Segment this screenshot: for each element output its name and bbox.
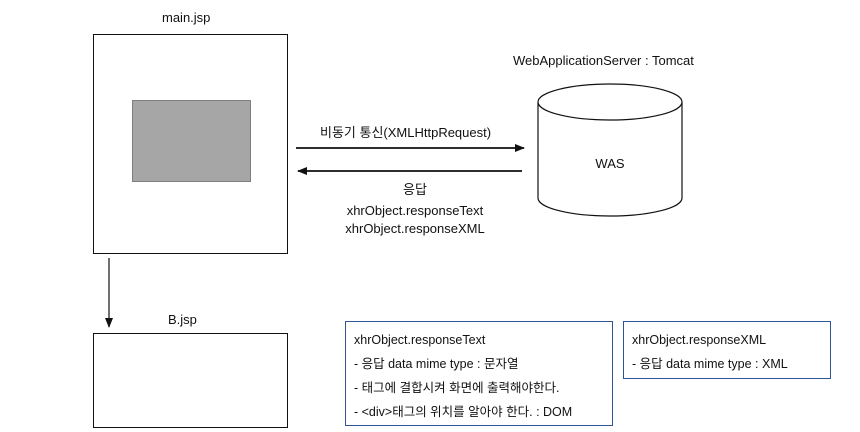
response-text-label: xhrObject.responseText — [346, 203, 484, 218]
note-xml-item: - 응답 data mime type : XML — [632, 357, 788, 371]
note-xml-title: xhrObject.responseXML — [632, 333, 767, 347]
note-text-item: - 응답 data mime type : 문자열 — [354, 357, 519, 371]
request-label: 비동기 통신(XMLHttpRequest) — [320, 125, 492, 140]
response-xml-note: xhrObject.responseXML - 응답 data mime typ… — [623, 321, 831, 379]
note-text-title: xhrObject.responseText — [354, 333, 486, 347]
b-jsp-title: B.jsp — [168, 312, 197, 327]
note-text-item: - <div>태그의 위치를 알아야 한다. : DOM — [354, 405, 573, 419]
response-label: 응답 — [403, 182, 427, 197]
note-text-item: - 태그에 결합시켜 화면에 출력해야한다. — [354, 381, 560, 395]
server-caption: WebApplicationServer : Tomcat — [513, 53, 694, 68]
response-xml-label: xhrObject.responseXML — [345, 221, 485, 236]
b-jsp-box — [93, 333, 288, 428]
was-database-icon — [537, 83, 683, 217]
response-text-note: xhrObject.responseText - 응답 data mime ty… — [345, 321, 613, 426]
content-placeholder — [132, 100, 251, 182]
was-label: WAS — [595, 156, 625, 171]
main-jsp-title: main.jsp — [162, 10, 211, 25]
main-jsp-box — [93, 34, 288, 254]
